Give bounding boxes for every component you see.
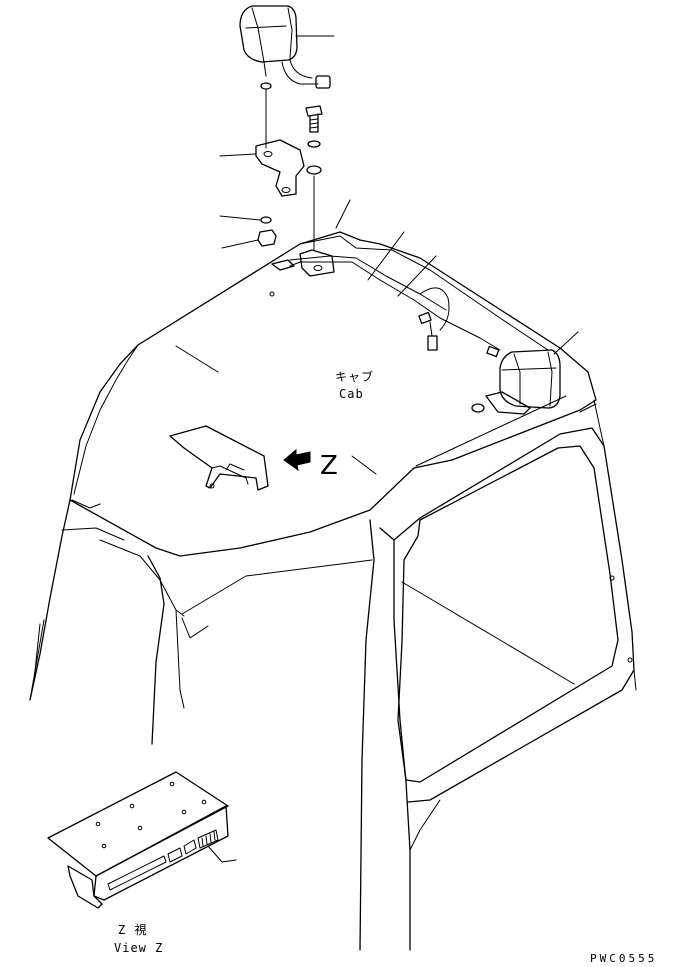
cab-body — [29, 231, 637, 951]
arrow-left-icon — [283, 448, 311, 472]
view-z-detail — [47, 771, 237, 909]
drawing-code: PWC0555 — [590, 952, 657, 965]
washer-nut — [219, 215, 277, 249]
view-z-label-jp: Z 視 — [118, 922, 147, 937]
lamp-bracket — [219, 139, 305, 197]
view-letter: Z — [320, 451, 338, 481]
roof-switch-box — [169, 425, 269, 491]
bolt — [305, 105, 323, 251]
cab-label-en: Cab — [339, 387, 364, 401]
roof-harness — [271, 199, 501, 358]
cab-label-jp: キャブ — [335, 369, 374, 384]
work-lamp-mounted — [471, 331, 579, 415]
work-lamp-top — [239, 5, 333, 149]
view-z-label-en: View Z — [114, 941, 163, 955]
